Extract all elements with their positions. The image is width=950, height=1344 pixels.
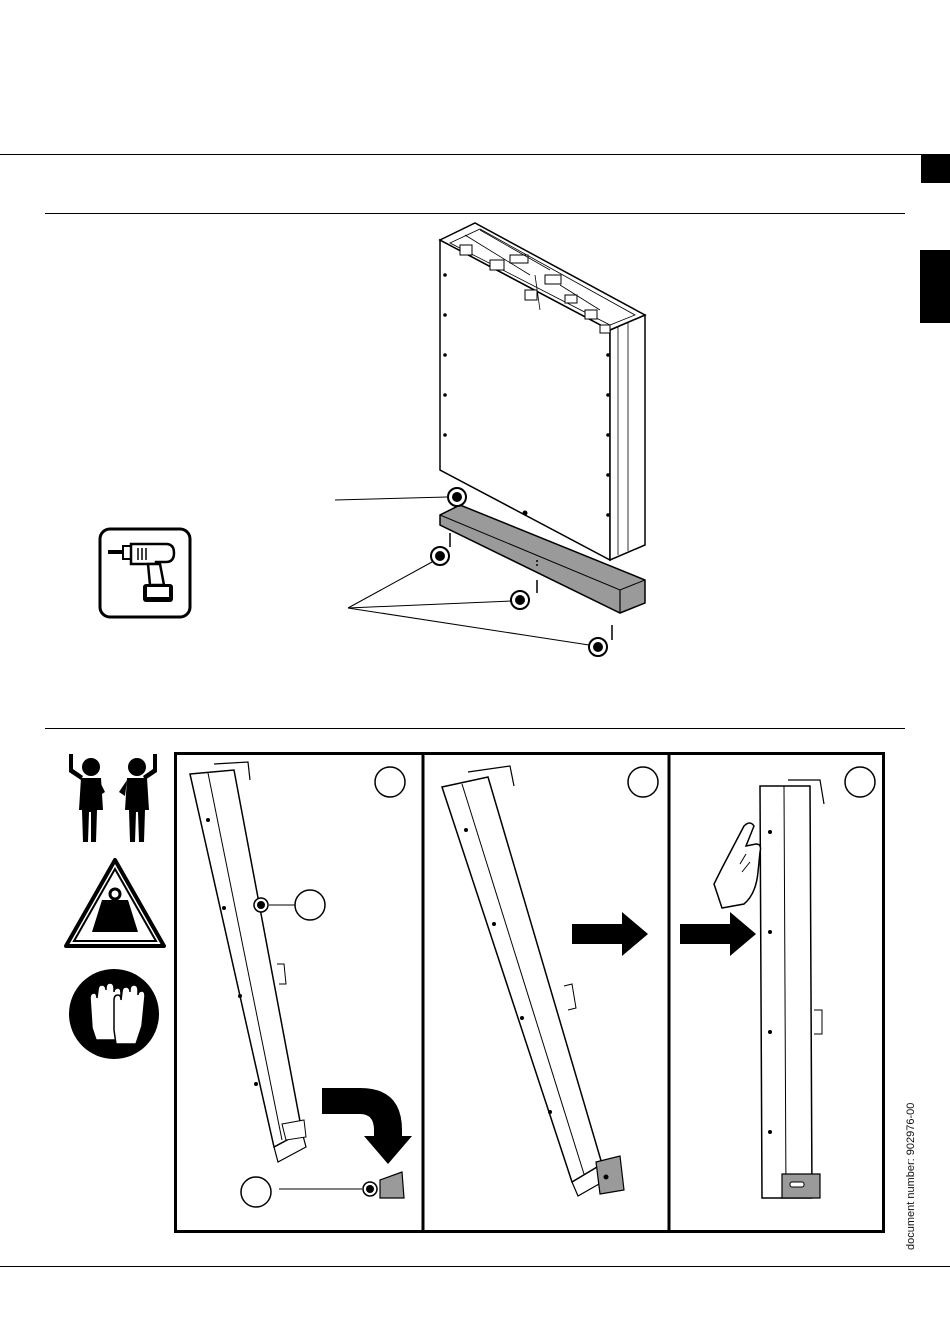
footer-rule bbox=[0, 1266, 950, 1267]
panel-mounting-illustration bbox=[300, 215, 660, 655]
section-tab-marker bbox=[920, 250, 950, 323]
document-number: document number: 902976-00 bbox=[905, 1100, 919, 1260]
page-tab-marker bbox=[921, 155, 950, 183]
cordless-drill-icon bbox=[98, 527, 192, 619]
heavy-weight-warning-icon bbox=[62, 856, 168, 950]
step-panels bbox=[174, 752, 885, 1233]
header-rule bbox=[0, 154, 950, 155]
section-rule-top bbox=[45, 213, 905, 214]
document-number-text: document number: 902976-00 bbox=[905, 1103, 917, 1250]
wear-gloves-icon bbox=[68, 968, 160, 1060]
two-person-lift-icon bbox=[65, 752, 161, 846]
section-rule-middle bbox=[45, 728, 905, 729]
